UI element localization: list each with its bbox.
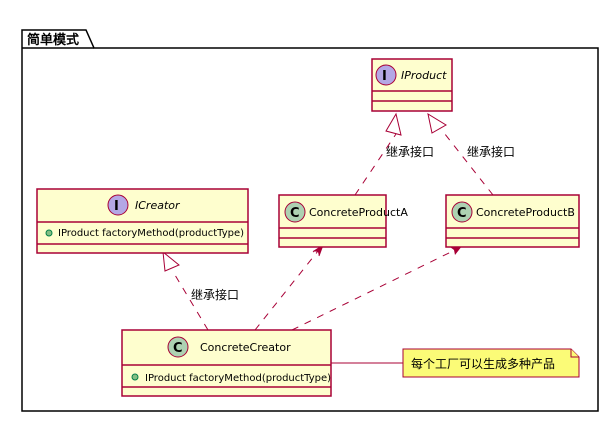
class-name: IProduct — [401, 69, 447, 82]
stereotype-letter: C — [173, 341, 183, 356]
class-stereotype-icon — [451, 201, 473, 223]
class-name: ConcreteProductA — [309, 206, 408, 219]
interface-stereotype-icon — [107, 194, 129, 216]
note-text: 每个工厂可以生成多种产品 — [411, 356, 555, 371]
stereotype-letter: C — [290, 206, 300, 221]
class-name: ICreator — [135, 199, 181, 212]
edge-product-a-to-iproduct: 继承接口 — [354, 112, 434, 196]
stereotype-letter: I — [382, 69, 387, 84]
public-method-icon — [45, 229, 53, 237]
stereotype-letter: I — [114, 199, 119, 214]
package-title: 简单模式 — [27, 32, 79, 48]
class-concrete-product-b[interactable]: C ConcreteProductB — [445, 194, 580, 248]
edge-creator-to-product-b — [291, 246, 462, 331]
note: 每个工厂可以生成多种产品 — [402, 348, 580, 378]
class-concrete-creator[interactable]: C ConcreteCreator IProduct factoryMethod… — [121, 329, 332, 397]
interface-stereotype-icon — [375, 64, 397, 86]
edge-label-inherit-creator: 继承接口 — [191, 287, 239, 302]
class-icreator[interactable]: I ICreator IProduct factoryMethod(produc… — [36, 188, 249, 254]
public-method-icon — [131, 373, 139, 381]
class-stereotype-icon — [167, 336, 189, 358]
edge-label-inherit-b: 继承接口 — [467, 144, 515, 159]
class-name: ConcreteProductB — [476, 206, 575, 219]
edge-creator-to-icreator: 继承接口 — [162, 250, 239, 331]
class-stereotype-icon — [284, 201, 306, 223]
edge-product-b-to-iproduct: 继承接口 — [427, 112, 515, 196]
class-method: IProduct factoryMethod(productType) — [58, 228, 244, 239]
class-iproduct[interactable]: I IProduct — [371, 58, 453, 112]
stereotype-letter: C — [457, 206, 467, 221]
class-method: IProduct factoryMethod(productType) — [145, 373, 331, 384]
edge-label-inherit-a: 继承接口 — [386, 144, 434, 159]
class-name: ConcreteCreator — [200, 341, 291, 354]
class-concrete-product-a[interactable]: C ConcreteProductA — [278, 194, 408, 248]
